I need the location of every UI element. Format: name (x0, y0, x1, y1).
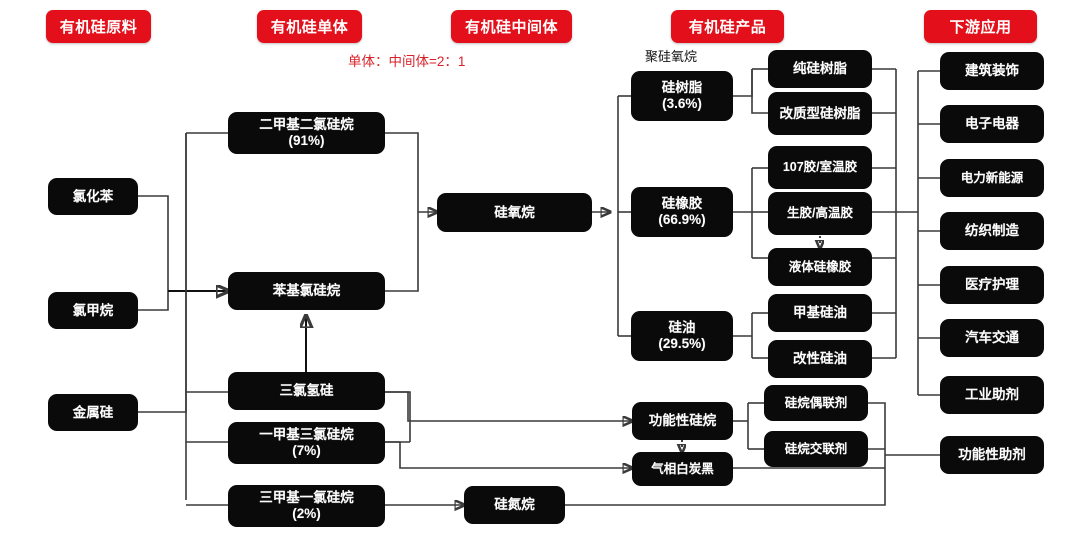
node-label: 一甲基三氯硅烷 (259, 427, 354, 443)
node-application-electronics[interactable]: 电子电器 (940, 105, 1044, 143)
node-detail-modified-silicone-oil[interactable]: 改性硅油 (768, 340, 872, 378)
node-detail-silane-coupling-agent[interactable]: 硅烷偶联剂 (764, 385, 868, 421)
node-share: (7%) (292, 443, 321, 458)
node-monomer-phenylchlorosilane[interactable]: 苯基氯硅烷 (228, 272, 385, 310)
node-raw-methyl-chloride[interactable]: 氯甲烷 (48, 292, 138, 329)
node-detail-raw-gum-htv[interactable]: 生胶/高温胶 (768, 192, 872, 235)
polysiloxane-label: 聚硅氧烷 (645, 49, 698, 64)
node-detail-silane-crosslinking-agent[interactable]: 硅烷交联剂 (764, 431, 868, 467)
node-detail-pure-silicone-resin[interactable]: 纯硅树脂 (768, 50, 872, 88)
node-monomer-trichlorosilane[interactable]: 三氯氢硅 (228, 372, 385, 410)
node-application-industrial-additives[interactable]: 工业助剂 (940, 376, 1044, 414)
node-application-building-decoration[interactable]: 建筑装饰 (940, 52, 1044, 90)
node-label: 硅树脂 (661, 80, 703, 96)
node-intermediate-fumed-silica[interactable]: 气相白炭黑 (632, 452, 733, 486)
header-chip-raw-material: 有机硅原料 (46, 10, 151, 43)
node-application-functional-additives[interactable]: 功能性助剂 (940, 436, 1044, 474)
node-detail-modified-silicone-resin[interactable]: 改质型硅树脂 (768, 92, 872, 135)
node-application-automotive-transport[interactable]: 汽车交通 (940, 319, 1044, 357)
node-application-power-new-energy[interactable]: 电力新能源 (940, 159, 1044, 197)
node-label: 硅橡胶 (661, 196, 703, 212)
header-chip-product: 有机硅产品 (671, 10, 784, 43)
header-chip-monomer: 有机硅单体 (257, 10, 362, 43)
node-share: (3.6%) (662, 96, 702, 111)
node-intermediate-silazane[interactable]: 硅氮烷 (464, 486, 565, 524)
node-application-medical-care[interactable]: 医疗护理 (940, 266, 1044, 304)
node-product-silicone-resin[interactable]: 硅树脂 (3.6%) (631, 71, 733, 121)
node-intermediate-functional-silane[interactable]: 功能性硅烷 (632, 402, 733, 440)
node-monomer-dimethyldichlorosilane[interactable]: 二甲基二氯硅烷 (91%) (228, 112, 385, 154)
node-share: (66.9%) (658, 212, 706, 227)
node-label: 三甲基一氯硅烷 (259, 490, 354, 506)
node-share: (2%) (292, 506, 321, 521)
node-share: (91%) (288, 133, 325, 148)
header-chip-application: 下游应用 (924, 10, 1037, 43)
ratio-annotation: 单体：中间体=2：1 (348, 54, 466, 69)
node-detail-liquid-silicone-rubber[interactable]: 液体硅橡胶 (768, 248, 872, 286)
node-detail-107-rtv-adhesive[interactable]: 107胶/室温胶 (768, 146, 872, 189)
node-raw-silicon-metal[interactable]: 金属硅 (48, 394, 138, 431)
node-monomer-trimethylchlorosilane[interactable]: 三甲基一氯硅烷 (2%) (228, 485, 385, 527)
node-share: (29.5%) (658, 336, 706, 351)
node-label: 硅油 (668, 320, 696, 336)
node-raw-chlorobenzene[interactable]: 氯化苯 (48, 178, 138, 215)
node-label: 二甲基二氯硅烷 (259, 117, 354, 133)
node-detail-methyl-silicone-oil[interactable]: 甲基硅油 (768, 294, 872, 332)
header-chip-intermediate: 有机硅中间体 (451, 10, 572, 43)
node-monomer-methyltrichlorosilane[interactable]: 一甲基三氯硅烷 (7%) (228, 422, 385, 464)
node-product-silicone-oil[interactable]: 硅油 (29.5%) (631, 311, 733, 361)
node-application-textile-manufacturing[interactable]: 纺织制造 (940, 212, 1044, 250)
node-product-silicone-rubber[interactable]: 硅橡胶 (66.9%) (631, 187, 733, 237)
node-intermediate-siloxane[interactable]: 硅氧烷 (437, 193, 592, 232)
